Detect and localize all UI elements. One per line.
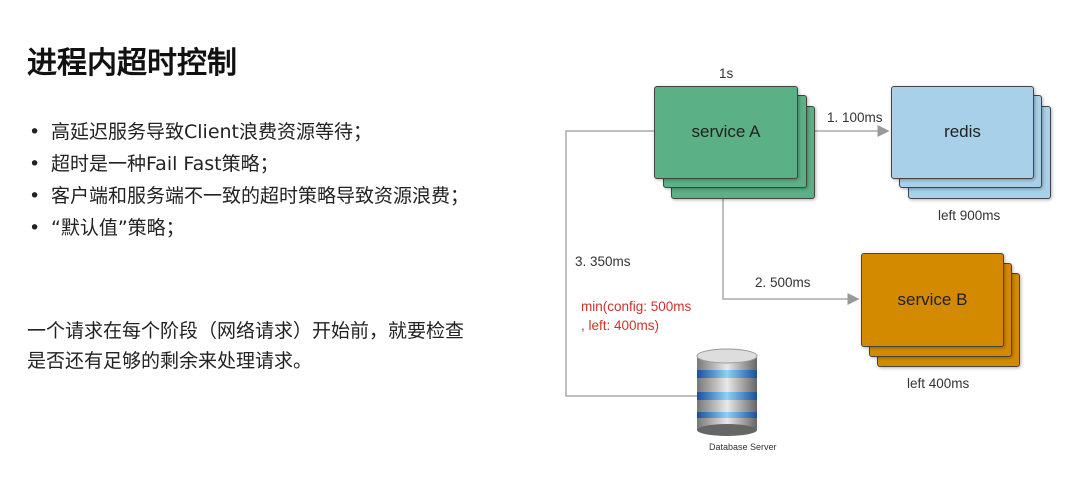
service-a-node: service A [654,86,798,179]
edge1-label: 1. 100ms [827,110,883,125]
redis-label: redis [944,122,981,141]
edge3-label: 3. 350ms [575,254,631,269]
bullet-item: 超时是一种Fail Fast策略； [27,148,477,180]
database-label: Database Server [709,442,777,452]
service-b-left-label: left 400ms [907,376,970,391]
bullet-item: “默认值”策略； [27,212,477,244]
bullet-list: 高延迟服务导致Client浪费资源等待； 超时是一种Fail Fast策略； 客… [27,116,477,244]
edge2-label: 2. 500ms [755,275,811,290]
total-budget-label: 1s [719,66,734,81]
redis-left-label: left 900ms [938,208,1001,223]
min-note-line2: , left: 400ms) [581,318,660,333]
slide-title: 进程内超时控制 [27,46,237,81]
bullet-item: 客户端和服务端不一致的超时策略导致资源浪费； [27,180,477,212]
min-note-line1: min(config: 500ms [581,299,692,314]
redis-node: redis [891,86,1034,179]
service-b-node: service B [861,253,1004,347]
service-b-label: service B [897,290,968,309]
bullet-item: 高延迟服务导致Client浪费资源等待； [27,116,477,148]
database-icon [696,348,758,436]
service-a-label: service A [691,122,761,141]
summary-paragraph: 一个请求在每个阶段（网络请求）开始前，就要检查是否还有足够的剩余来处理请求。 [27,320,465,372]
